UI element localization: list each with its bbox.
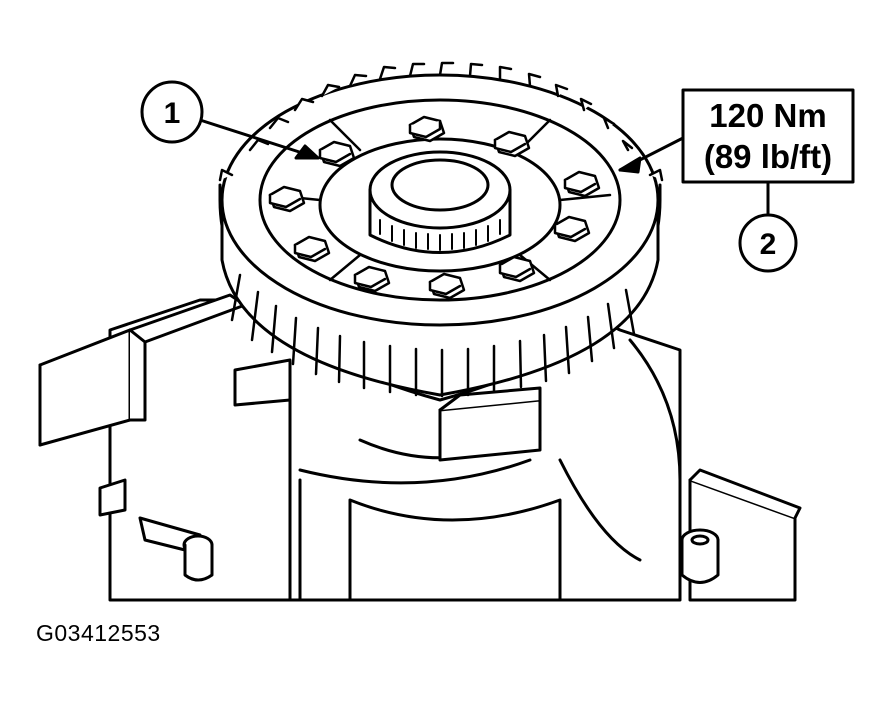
torque-imperial: (89 lb/ft) <box>704 138 832 175</box>
callout-1-number: 1 <box>164 97 181 130</box>
torque-metric: 120 Nm <box>709 97 826 134</box>
bolt <box>563 170 601 198</box>
callout-2-number: 2 <box>760 228 777 261</box>
bolt <box>268 185 306 213</box>
right-bracket <box>680 468 802 602</box>
gear-hub <box>368 150 512 254</box>
callout-2: 2 <box>738 213 798 273</box>
step-block <box>233 358 542 462</box>
gear-bolts <box>268 115 601 300</box>
bolt <box>408 115 446 143</box>
figure-id: G03412553 <box>36 620 161 646</box>
bolt <box>428 272 466 300</box>
bolt <box>553 215 591 243</box>
callout-2-leader <box>618 136 770 217</box>
bolt <box>293 235 331 263</box>
bolt <box>493 130 531 158</box>
bolt <box>318 140 356 168</box>
callout-1-leader <box>198 118 320 160</box>
callout-1: 1 <box>140 80 204 144</box>
bearing-cap-block <box>38 293 247 582</box>
torque-spec-box: 120 Nm (89 lb/ft) <box>681 88 855 184</box>
bolt <box>498 255 536 283</box>
bolt <box>353 265 391 293</box>
